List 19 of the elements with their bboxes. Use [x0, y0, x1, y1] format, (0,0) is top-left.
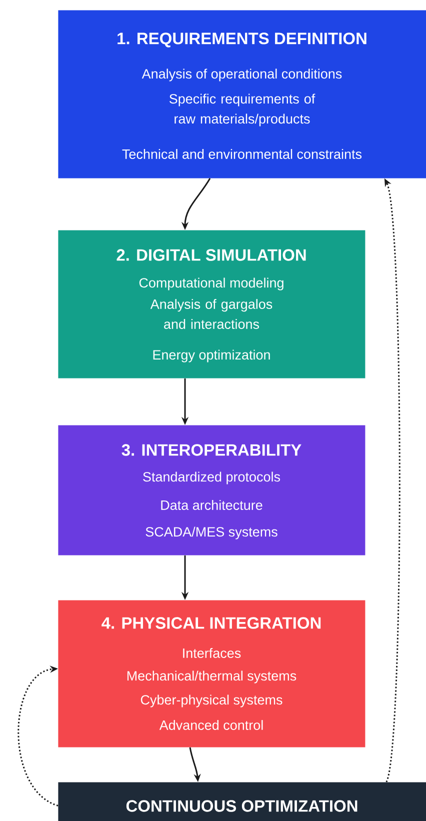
item-text: Computational modeling	[139, 278, 284, 290]
item-text: SCADA/MES systems	[146, 526, 278, 540]
item-text: Cyber-physical systems	[140, 694, 282, 708]
heading: CONTINUOUS OPTIMIZATION	[126, 800, 358, 812]
heading: 4. PHYSICAL INTEGRATION	[102, 617, 321, 629]
item-text: Analysis of gargalos and interactions	[150, 299, 272, 329]
heading: 2. DIGITAL SIMULATION	[116, 249, 306, 261]
arrow	[18, 666, 58, 806]
item-text: Energy optimization	[153, 350, 270, 362]
item-text: Specific requirements of raw materials/products	[169, 94, 316, 126]
heading: 1. REQUIREMENTS DEFINITION	[118, 32, 366, 48]
item-text: Interfaces	[183, 648, 241, 658]
item-text: Mechanical/thermal systems	[127, 670, 296, 684]
item-text: Data architecture	[161, 500, 262, 510]
heading: 3. INTEROPERABILITY	[122, 444, 302, 456]
item-text: Advanced control	[159, 720, 263, 730]
item-text: Analysis of operational conditions	[142, 68, 342, 82]
item-text: Standardized protocols	[143, 472, 280, 484]
item-text: Technical and environmental constraints	[122, 149, 362, 159]
